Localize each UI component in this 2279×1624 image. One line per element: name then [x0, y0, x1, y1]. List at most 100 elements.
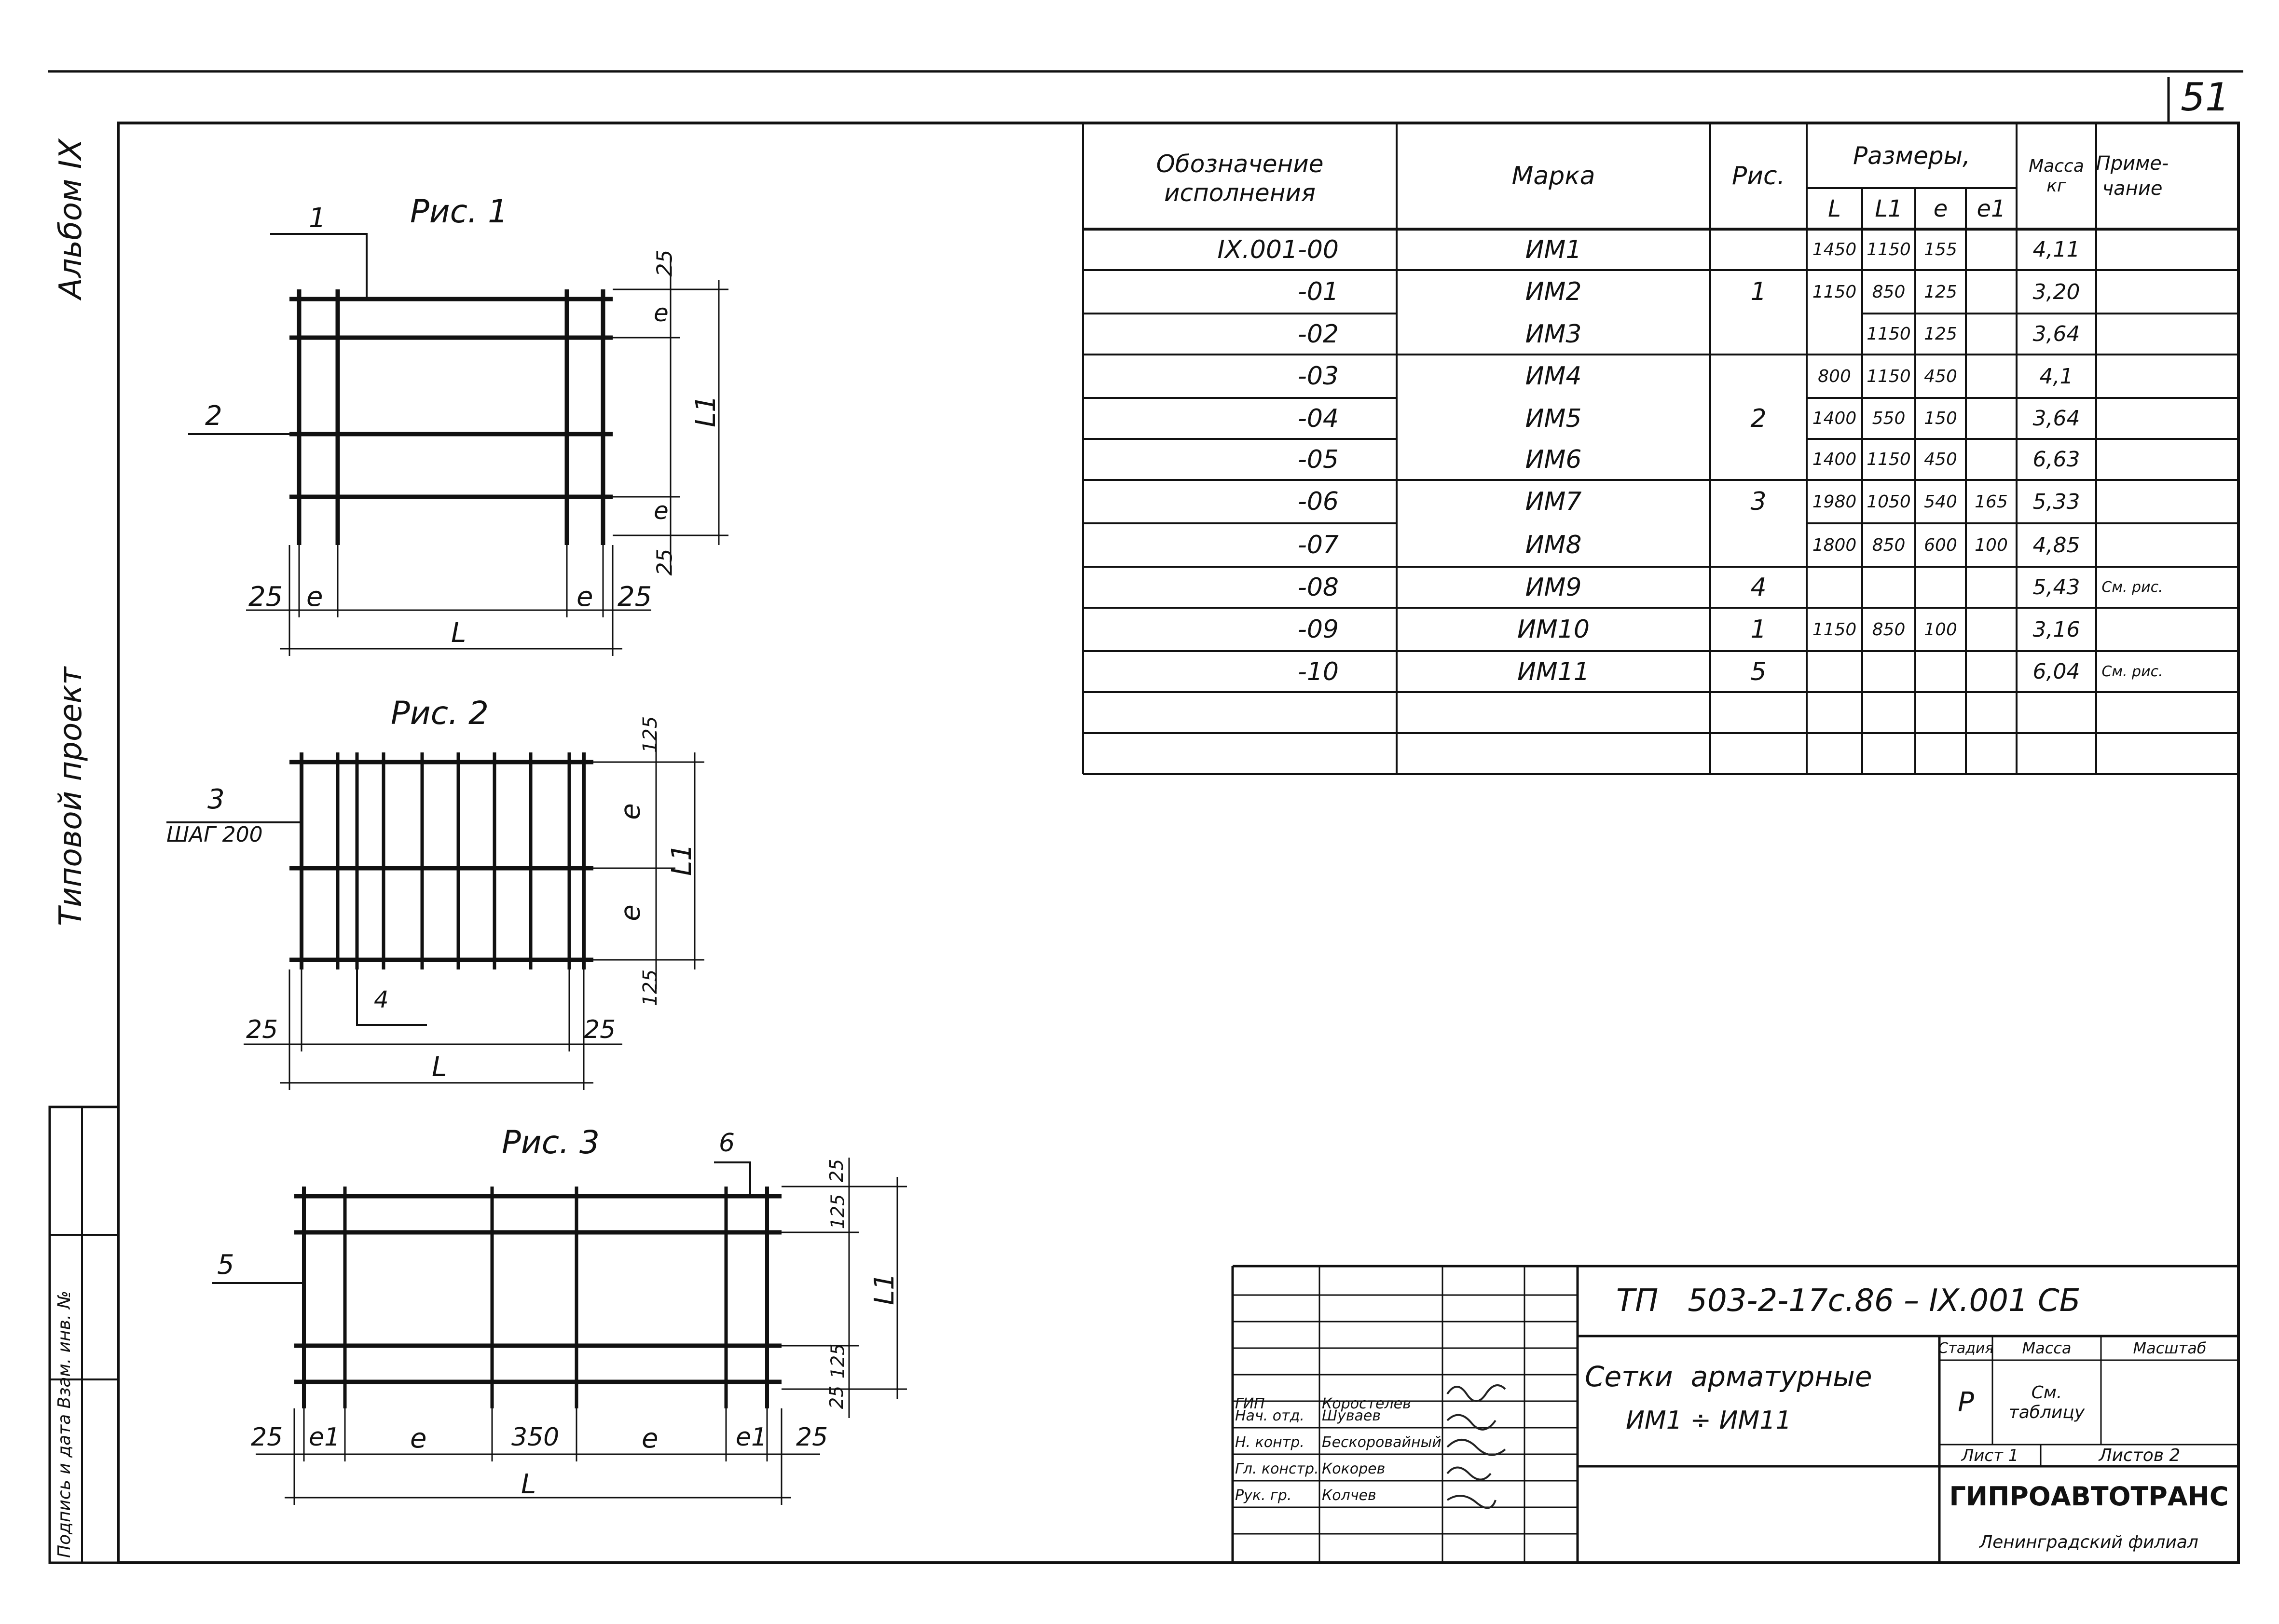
fig2-dim-e-bottom: e — [615, 904, 646, 921]
signatory-role: Рук. гр. — [1235, 1487, 1292, 1504]
table-cell-L1 — [1862, 651, 1915, 692]
org-name: ГИПРОАВТОТРАНС — [1949, 1481, 2229, 1512]
table-cell-e: 540 — [1924, 491, 1957, 512]
table-cell-designation: -05 — [1298, 445, 1339, 474]
table-cell-mark: ИМ5 — [1525, 404, 1582, 433]
table-cell-L: 1400 — [1812, 409, 1857, 428]
table-cell-mass: 3,64 — [2032, 406, 2080, 431]
fig1-dim-25-bottom: 25 — [652, 548, 677, 576]
table-cell-e1: 100 — [1975, 535, 2008, 555]
th-fig: Рис. — [1731, 162, 1785, 191]
table-cell-mark: ИМ11 — [1517, 657, 1590, 686]
sheet-number: Лист 1 — [1961, 1446, 2019, 1465]
table-cell-mass: 5,33 — [2032, 489, 2080, 514]
table-cell-note — [2096, 439, 2169, 480]
table-cell-mark — [1397, 733, 1710, 774]
table-cell-mass — [2017, 692, 2096, 733]
fig3-mesh — [212, 1158, 907, 1505]
fig3-position-6: 6 — [719, 1129, 735, 1158]
fig3-dim-25-right: 25 — [796, 1423, 828, 1452]
table-cell-L1: 1150 — [1867, 324, 1911, 344]
drawing-title-line1: Сетки арматурные — [1585, 1360, 1872, 1393]
table-cell-e1 — [1966, 733, 2017, 774]
fig3-title: Рис. 3 — [502, 1124, 600, 1161]
table-cell-e1 — [1966, 567, 2017, 608]
fig2-dim-L: L — [432, 1051, 447, 1083]
signatory-name: Шуваев — [1322, 1407, 1381, 1424]
fig3-dim-e-left: e — [410, 1423, 427, 1454]
table-cell-note — [2096, 480, 2169, 523]
fig2-dim-25-right: 25 — [584, 1015, 616, 1044]
table-cell-note — [2096, 270, 2169, 314]
stage-value: Р — [1958, 1387, 1974, 1418]
table-cell-L1: 850 — [1872, 282, 1906, 302]
table-cell-note — [2096, 398, 2169, 439]
fig1-dim-e-bottom: e — [654, 497, 669, 525]
fig2-dim-125-bottom: 125 — [639, 969, 662, 1007]
signatory-role: Нач. отд. — [1235, 1407, 1304, 1424]
table-cell-mass — [2017, 733, 2096, 774]
table-cell-fig — [1710, 439, 1807, 480]
table-cell-designation: -03 — [1298, 362, 1339, 391]
table-cell-designation: -10 — [1298, 657, 1339, 686]
table-cell-L: 1150 — [1812, 619, 1857, 640]
table-cell-designation — [1083, 692, 1397, 733]
table-cell-note — [2096, 355, 2169, 398]
fig3-dim-350: 350 — [511, 1423, 560, 1452]
fig1-position-2: 2 — [205, 400, 222, 432]
fig3-dim-25-top: 25 — [826, 1159, 848, 1183]
fig3-position-5: 5 — [217, 1249, 234, 1281]
table-cell-e: 600 — [1924, 535, 1957, 555]
table-cell-mark: ИМ10 — [1517, 615, 1590, 644]
table-cell-e1 — [1966, 651, 2017, 692]
th-L: L — [1828, 195, 1841, 222]
side-project-label: Типовой проект — [53, 667, 89, 926]
table-cell-e1 — [1966, 229, 2017, 270]
table-cell-L: 1450 — [1812, 240, 1857, 259]
table-cell-mass: 3,16 — [2032, 617, 2080, 642]
signatures — [1446, 1384, 1506, 1509]
fig1-dim-25-right: 25 — [618, 581, 652, 613]
signatory-role: ГИП — [1235, 1395, 1265, 1412]
table-cell-e: 450 — [1924, 366, 1957, 386]
table-cell-e — [1915, 733, 1966, 774]
table-cell-designation: IX.001-00 — [1217, 235, 1339, 264]
th-e1: e1 — [1977, 195, 2006, 222]
fig3-dim-25-bottom: 25 — [826, 1385, 848, 1409]
table-cell-L1 — [1862, 692, 1915, 733]
table-cell-e1 — [1966, 692, 2017, 733]
table-cell-mass: 4,1 — [2039, 364, 2073, 389]
th-mark: Марка — [1511, 162, 1595, 191]
table-cell-L: 1800 — [1812, 535, 1857, 555]
table-cell-fig: 1 — [1750, 277, 1767, 306]
th-L1: L1 — [1875, 195, 1903, 222]
fig2-step-label: ШАГ 200 — [166, 822, 263, 847]
table-cell-e1 — [1966, 398, 2017, 439]
table-cell-e1 — [1966, 270, 2017, 314]
table-cell-L1: 850 — [1872, 619, 1906, 640]
table-cell-fig: 2 — [1750, 404, 1767, 433]
table-cell-fig: 4 — [1750, 573, 1767, 602]
fig1-position-1: 1 — [309, 203, 326, 234]
table-cell-mark: ИМ4 — [1525, 362, 1582, 391]
fig2-position-3: 3 — [207, 784, 225, 815]
th-mass: Масса кг — [2029, 156, 2084, 196]
fig2-title: Рис. 2 — [391, 695, 489, 732]
table-cell-mass: 5,43 — [2032, 575, 2080, 600]
table-cell-e1 — [1966, 355, 2017, 398]
th-sizes: Размеры, — [1853, 141, 1970, 170]
table-cell-mass: 4,85 — [2032, 532, 2080, 558]
table-cell-L — [1807, 733, 1862, 774]
table-cell-fig: 3 — [1750, 487, 1767, 516]
table-cell-mass: 6,04 — [2032, 659, 2080, 684]
table-cell-e: 155 — [1924, 240, 1957, 259]
table-cell-e1 — [1966, 439, 2017, 480]
signatory-name: Кокорев — [1322, 1460, 1386, 1477]
table-cell-L — [1807, 692, 1862, 733]
fig1-dim-e-left: e — [306, 581, 323, 613]
table-cell-mass: 3,20 — [2032, 279, 2080, 304]
table-cell-L1: 550 — [1872, 409, 1906, 428]
table-cell-L1 — [1862, 733, 1915, 774]
signatory-role: Н. контр. — [1235, 1433, 1304, 1451]
